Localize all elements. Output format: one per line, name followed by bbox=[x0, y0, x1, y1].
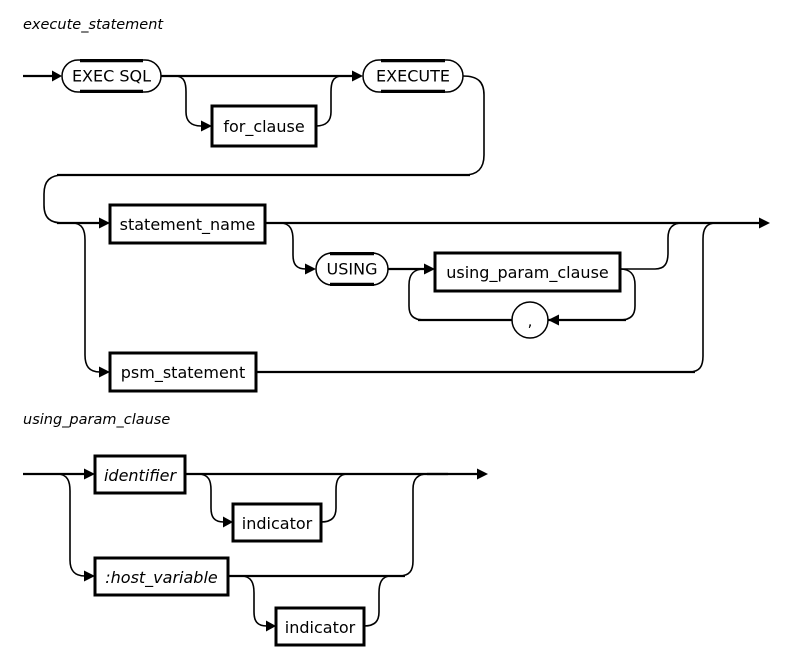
nonterminal-psm-statement-label: psm_statement bbox=[121, 363, 245, 383]
arrow-into-exec-sql bbox=[52, 70, 62, 82]
nonterminal-indicator-lower[interactable]: indicator bbox=[274, 606, 366, 647]
rail-up-from-for-clause bbox=[315, 75, 343, 127]
diagram-execute-statement: execute_statement EXEC SQL bbox=[23, 17, 770, 393]
arrow-into-indicator-upper bbox=[223, 516, 233, 528]
arrow-into-execute bbox=[352, 70, 363, 82]
nonterminal-using-param-clause[interactable]: using_param_clause bbox=[433, 251, 622, 293]
nonterminal-indicator-upper-label: indicator bbox=[242, 514, 313, 533]
terminal-execute-label: EXECUTE bbox=[376, 67, 450, 86]
rule-title-execute-statement: execute_statement bbox=[23, 17, 164, 33]
arrow-into-identifier bbox=[84, 468, 95, 480]
rail-loop-right-comma bbox=[619, 268, 636, 321]
nonterminal-identifier[interactable]: identifier bbox=[93, 454, 187, 495]
arrow-into-psm-statement bbox=[99, 366, 110, 378]
diagram-using-param-clause: using_param_clause identifier indicator bbox=[23, 412, 488, 647]
rule-title-using-param-clause: using_param_clause bbox=[23, 412, 170, 428]
rail-fork-to-host-variable bbox=[56, 473, 86, 577]
rail-up-from-indicator-lower bbox=[363, 575, 392, 627]
nonterminal-host-variable-label: :host_variable bbox=[105, 568, 218, 588]
arrow-into-statement-name bbox=[99, 217, 110, 229]
nonterminal-indicator-lower-label: indicator bbox=[285, 618, 356, 637]
rail-down-to-indicator-upper bbox=[197, 473, 225, 523]
terminal-execute[interactable]: EXECUTE bbox=[362, 58, 464, 94]
rail-down-to-for-clause bbox=[174, 75, 202, 127]
arrow-into-using bbox=[305, 263, 316, 275]
rail-rejoin-host-variable bbox=[398, 473, 428, 577]
rail-wrap-left-into-row2 bbox=[43, 174, 64, 224]
rail-down-to-using bbox=[279, 222, 307, 270]
terminal-comma-label: , bbox=[528, 312, 533, 330]
rail-psm-statement-rejoin bbox=[688, 222, 717, 373]
arrow-into-indicator-lower bbox=[266, 620, 276, 632]
nonterminal-statement-name[interactable]: statement_name bbox=[108, 203, 267, 245]
terminal-exec-sql[interactable]: EXEC SQL bbox=[61, 58, 162, 94]
nonterminal-host-variable[interactable]: :host_variable bbox=[93, 556, 230, 597]
arrow-into-comma bbox=[548, 314, 559, 326]
nonterminal-indicator-upper[interactable]: indicator bbox=[231, 502, 323, 543]
arrow-into-for-clause bbox=[201, 120, 212, 132]
terminal-exec-sql-label: EXEC SQL bbox=[72, 67, 151, 86]
rail-down-to-indicator-lower bbox=[240, 575, 268, 627]
nonterminal-for-clause[interactable]: for_clause bbox=[210, 104, 318, 148]
rail-loop-left-comma bbox=[408, 268, 425, 321]
terminal-using-label: USING bbox=[327, 260, 378, 279]
arrow-exit-using-param-clause bbox=[477, 468, 488, 480]
rail-rejoin-from-using bbox=[620, 222, 683, 270]
arrow-exit-execute-statement bbox=[759, 217, 770, 229]
arrow-into-using-param-clause bbox=[424, 263, 435, 275]
nonterminal-statement-name-label: statement_name bbox=[120, 215, 256, 235]
rail-up-from-indicator-upper bbox=[320, 473, 349, 523]
nonterminal-identifier-label: identifier bbox=[104, 466, 177, 485]
nonterminal-using-param-clause-label: using_param_clause bbox=[446, 263, 609, 283]
rail-fork-to-psm-statement bbox=[71, 222, 101, 373]
arrow-into-host-variable bbox=[84, 570, 95, 582]
terminal-using[interactable]: USING bbox=[315, 252, 389, 286]
nonterminal-for-clause-label: for_clause bbox=[223, 117, 304, 137]
rail-wrap-down-row1 bbox=[462, 75, 485, 176]
nonterminal-psm-statement[interactable]: psm_statement bbox=[108, 351, 258, 393]
entry-rail-row1 bbox=[23, 70, 62, 82]
